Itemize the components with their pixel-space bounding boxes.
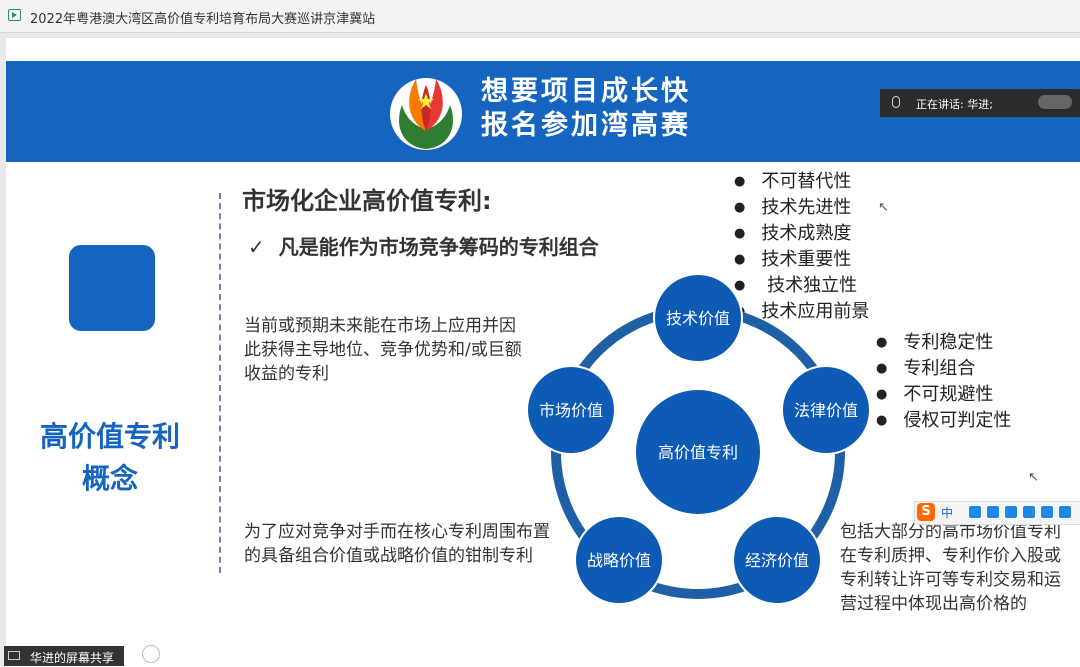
node-tech: 技术价值 bbox=[653, 273, 743, 363]
list-item: 技术应用前景 bbox=[734, 300, 869, 326]
speaking-indicator: 正在讲话: 华进; bbox=[880, 89, 1080, 117]
speaking-label: 正在讲话: 华进; bbox=[916, 98, 993, 111]
screen-share-label: 华进的屏幕共享 bbox=[30, 651, 115, 665]
check-icon: ✓ bbox=[248, 235, 265, 259]
node-economic: 经济价值 bbox=[732, 515, 822, 605]
slogan-line-2: 报名参加湾高赛 bbox=[481, 110, 691, 141]
legal-value-bullets: 专利稳定性 专利组合 不可规避性 侵权可判定性 bbox=[876, 331, 1011, 435]
center-circle bbox=[636, 390, 760, 514]
list-item: 专利稳定性 bbox=[876, 331, 1011, 357]
node-economic-label: 经济价值 bbox=[745, 551, 809, 570]
decorative-square bbox=[69, 245, 155, 331]
node-tech-label: 技术价值 bbox=[666, 309, 730, 328]
list-item: 技术先进性 bbox=[734, 196, 869, 222]
center-label: 高价值专利 bbox=[658, 443, 738, 462]
value-cycle-diagram: 高价值专利 技术价值 法律价值 经济价值 战略价值 市场价值 bbox=[526, 273, 871, 605]
menu-icon[interactable] bbox=[1059, 506, 1071, 518]
list-item: 不可替代性 bbox=[734, 170, 869, 196]
list-item: 专利组合 bbox=[876, 357, 1011, 383]
presentation-slide: 想要项目成长快 报名参加湾高赛 正在讲话: 华进; 高价值专利 概念 市场化企业… bbox=[6, 38, 1080, 667]
check-text: 凡是能作为市场竞争筹码的专利组合 bbox=[278, 235, 599, 259]
list-item: 不可规避性 bbox=[876, 383, 1011, 409]
punctuation-icon[interactable] bbox=[969, 506, 981, 518]
toolbar-circle-icon[interactable] bbox=[142, 645, 160, 663]
ime-mode[interactable]: 中 bbox=[941, 506, 954, 520]
banner-slogan: 想要项目成长快 报名参加湾高赛 bbox=[481, 75, 691, 143]
cursor-icon: ↖ bbox=[1028, 470, 1039, 485]
market-value-description: 当前或预期未来能在市场上应用并因此获得主导地位、竞争优势和/或巨额收益的专利 bbox=[244, 316, 522, 384]
tech-value-bullets: 不可替代性 技术先进性 技术成熟度 技术重要性 技术独立性 技术应用前景 bbox=[734, 170, 869, 326]
cursor-icon: ↖ bbox=[878, 200, 889, 215]
list-item: 技术成熟度 bbox=[734, 222, 869, 248]
node-strategic: 战略价值 bbox=[574, 515, 664, 605]
economic-value-description: 包括大部分的高市场价值专利在专利质押、专利作价入股或专利转让许可等专利交易和运营… bbox=[840, 522, 1061, 614]
list-item: 技术重要性 bbox=[734, 248, 869, 274]
slogan-line-1: 想要项目成长快 bbox=[481, 76, 691, 107]
play-icon bbox=[8, 9, 21, 21]
section-title-line-2: 概念 bbox=[81, 462, 138, 495]
keyboard-icon[interactable] bbox=[1023, 506, 1035, 518]
node-legal: 法律价值 bbox=[781, 365, 871, 455]
node-market-label: 市场价值 bbox=[539, 401, 603, 420]
ime-toolbar[interactable]: S 中 bbox=[914, 501, 1080, 525]
screen-share-tag[interactable]: 华进的屏幕共享 bbox=[4, 646, 124, 666]
node-legal-label: 法律价值 bbox=[794, 401, 858, 420]
section-title: 高价值专利 概念 bbox=[30, 416, 190, 500]
speaker-avatar bbox=[1038, 95, 1072, 109]
strategic-value-description: 为了应对竞争对手而在核心专利周围布置的具备组合价值或战略价值的钳制专利 bbox=[244, 522, 550, 566]
node-market: 市场价值 bbox=[526, 365, 616, 455]
list-item: 技术独立性 bbox=[734, 274, 869, 300]
list-item: 侵权可判定性 bbox=[876, 409, 1011, 435]
check-point: ✓ 凡是能作为市场竞争筹码的专利组合 bbox=[248, 231, 599, 260]
contest-logo bbox=[390, 78, 462, 150]
skin-icon[interactable] bbox=[1041, 506, 1053, 518]
window-title: 2022年粤港澳大湾区高价值专利培育布局大赛巡讲京津冀站 bbox=[30, 12, 376, 27]
dashed-divider bbox=[219, 193, 221, 573]
voice-icon[interactable] bbox=[1005, 506, 1017, 518]
screen-share-icon bbox=[8, 651, 20, 660]
slide-banner: 想要项目成长快 报名参加湾高赛 正在讲话: 华进; bbox=[6, 61, 1080, 162]
sogou-logo-icon[interactable]: S bbox=[917, 503, 935, 521]
emoji-icon[interactable] bbox=[987, 506, 999, 518]
mic-icon bbox=[892, 96, 900, 108]
section-title-line-1: 高价值专利 bbox=[39, 420, 180, 453]
window-titlebar: 2022年粤港澳大湾区高价值专利培育布局大赛巡讲京津冀站 bbox=[0, 0, 1080, 33]
node-strategic-label: 战略价值 bbox=[587, 551, 651, 570]
slide-heading: 市场化企业高价值专利: bbox=[242, 187, 492, 215]
